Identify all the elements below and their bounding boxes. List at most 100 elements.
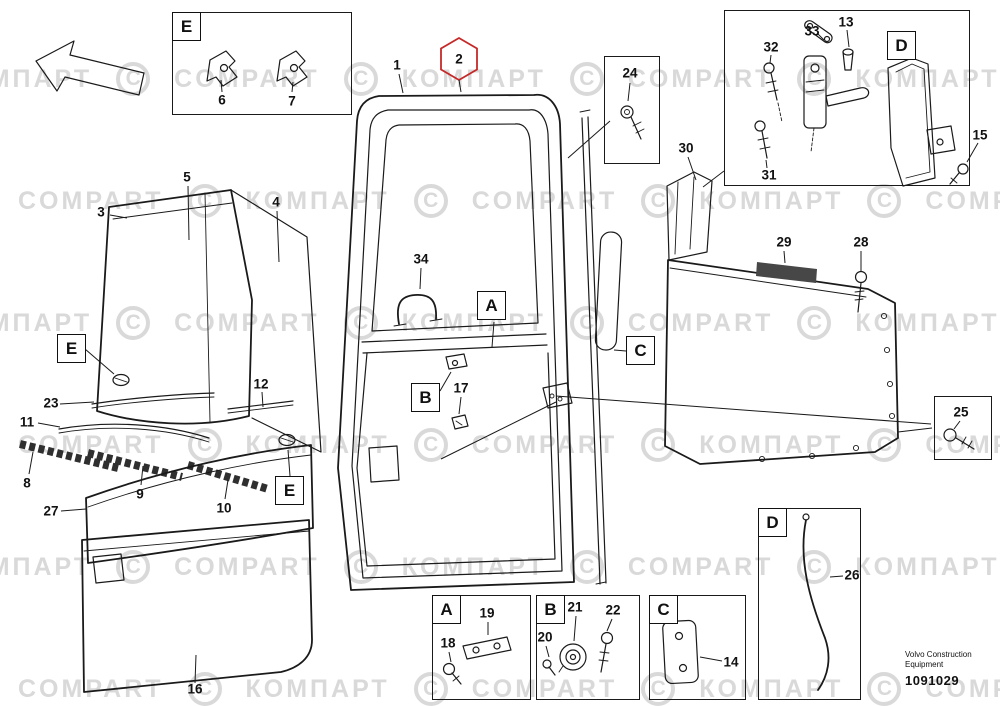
callout-12: 12 (253, 376, 269, 392)
ref-label-e-left: E (57, 334, 86, 363)
brand-line-2: Equipment (905, 660, 944, 670)
callout-14: 14 (723, 654, 739, 670)
bolt-part-22 (598, 631, 614, 673)
callout-28: 28 (853, 234, 869, 250)
watermark-row: CКОМПАРТCCOMPARTCКОМПАРТCCOMPARTCКОМПАРТ (0, 62, 1000, 96)
detail-box-b-bottom (536, 595, 640, 700)
striker-plate-part-19 (462, 636, 512, 660)
watermark-text: COMPART (925, 674, 1000, 703)
watermark-text: КОМПАРТ (855, 64, 1000, 93)
clip-strip-part-9 (87, 449, 183, 481)
control-rod-part-26 (802, 513, 830, 691)
callout-32: 32 (763, 39, 779, 55)
watermark-text: КОМПАРТ (401, 64, 546, 93)
door-frame-part-1-2 (337, 94, 575, 591)
retainer-strip-part-23 (91, 392, 215, 409)
ref-label-b-bottom: B (536, 595, 565, 624)
compart-logo-icon: C (569, 62, 604, 96)
callout-8: 8 (23, 475, 31, 491)
seal-strip-part-29 (756, 262, 817, 283)
watermark-text: КОМПАРТ (0, 552, 93, 581)
callout-23: 23 (43, 395, 59, 411)
callout-10: 10 (216, 500, 232, 516)
watermark-text: COMPART (174, 64, 320, 93)
pull-handle-c (594, 231, 623, 351)
door-skin-part-16 (81, 519, 313, 693)
compart-logo-icon: C (867, 428, 902, 462)
retainer-strip-part-11 (58, 423, 210, 443)
watermark-text: КОМПАРТ (245, 674, 390, 703)
hinge-bracket-b (445, 353, 468, 370)
compart-logo-icon: C (641, 428, 676, 462)
trim-panel-part-27 (85, 444, 314, 564)
callout-19: 19 (479, 605, 495, 621)
ref-label-c-mid: C (626, 336, 655, 365)
leader-lines (28, 29, 979, 684)
callout-13: 13 (838, 14, 854, 30)
compart-logo-icon: C (116, 306, 151, 340)
compart-logo-icon: C (116, 550, 151, 584)
clip-strip-part-8 (19, 440, 119, 472)
detail-box-25 (934, 396, 992, 460)
watermark-text: COMPART (925, 430, 1000, 459)
compart-logo-icon: C (187, 672, 222, 706)
callout-31: 31 (761, 167, 777, 183)
clip-strip-part-10 (186, 461, 270, 493)
bolt-part-15 (949, 163, 969, 185)
compart-logo-icon: C (187, 428, 222, 462)
callout-1: 1 (393, 57, 401, 73)
callout-2: 2 (455, 51, 463, 67)
watermark-text: КОМПАРТ (855, 308, 1000, 337)
watermark-row: CCOMPARTCКОМПАРТCCOMPARTCКОМПАРТCCOMPART (0, 672, 1000, 706)
lock-cylinder-part-21 (558, 643, 587, 673)
detail-box-c-bottom (649, 595, 746, 700)
compart-logo-icon: C (413, 184, 448, 218)
figure-part-number: 1091029 (905, 672, 960, 688)
callout-33: 33 (804, 23, 820, 39)
callout-6: 6 (218, 92, 226, 108)
callout-9: 9 (136, 486, 144, 502)
compart-logo-icon: C (413, 428, 448, 462)
door-panel-right (664, 259, 899, 465)
glass-clip-e2 (278, 433, 296, 447)
callout-11: 11 (19, 414, 35, 430)
frame-corner-piece (887, 57, 956, 187)
pillar-part-30 (666, 171, 713, 261)
bolt-part-32 (763, 62, 783, 123)
bolt-part-24 (620, 105, 645, 140)
lock-recess (542, 382, 573, 409)
ref-label-b-mid: B (411, 383, 440, 412)
ref-label-a-bottom: A (432, 595, 461, 624)
watermark-text: COMPART (627, 552, 774, 581)
pin-part-13 (842, 48, 854, 71)
watermark-text: КОМПАРТ (401, 308, 546, 337)
callout-25: 25 (953, 404, 969, 420)
compart-logo-icon: C (343, 62, 378, 96)
compart-logo-icon: C (413, 672, 448, 706)
ref-label-e-mid: E (275, 476, 304, 505)
watermark-text: COMPART (471, 430, 618, 459)
ref-label-a-mid: A (477, 291, 506, 320)
window-glass-parts-3-4-5 (96, 189, 322, 453)
grab-handle-part-34 (393, 294, 443, 327)
ref-label-d-bottom: D (758, 508, 787, 537)
watermark-text: COMPART (174, 308, 320, 337)
callout-34: 34 (413, 251, 429, 267)
compart-logo-icon: C (797, 306, 832, 340)
watermark-text: КОМПАРТ (0, 64, 93, 93)
detail-box-e-top (172, 12, 352, 115)
watermark-text: COMPART (18, 186, 164, 215)
callout-7: 7 (288, 93, 296, 109)
callout-16: 16 (187, 681, 203, 697)
clip-part-17 (451, 414, 469, 430)
bolt-part-28 (854, 270, 868, 313)
callout-3: 3 (97, 204, 105, 220)
door-lock-mechanism (803, 55, 870, 153)
callout-21: 21 (567, 599, 583, 615)
detail-box-a-bottom (432, 595, 531, 700)
callout-24: 24 (622, 65, 638, 81)
watermark-text: COMPART (174, 552, 320, 581)
